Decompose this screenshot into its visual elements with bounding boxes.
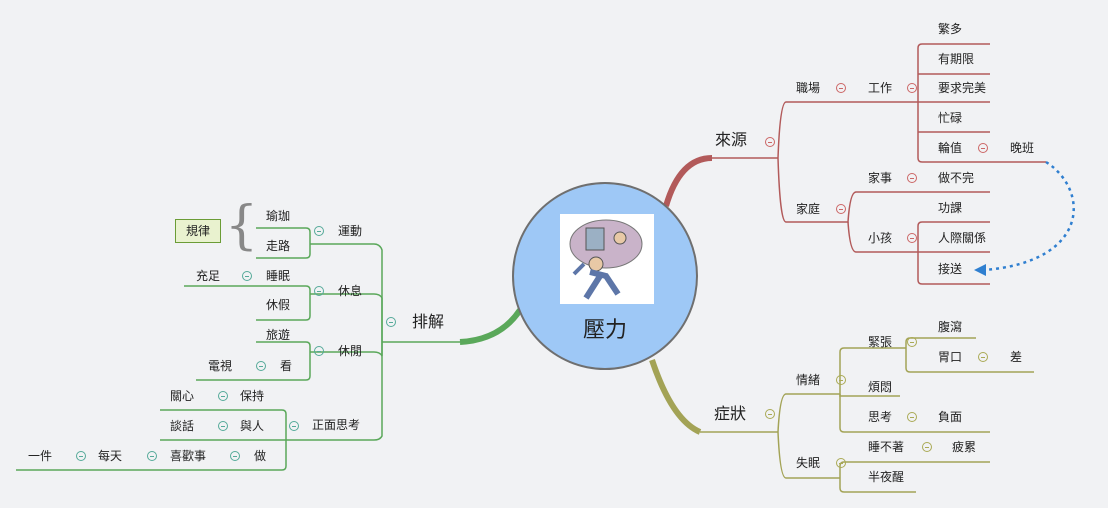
leisure-travel[interactable]: 旅遊 [266, 328, 291, 342]
topic-exercise[interactable]: 運動 [338, 224, 363, 238]
collapse-do-icon[interactable] [230, 451, 240, 461]
sleep-sufficient[interactable]: 充足 [196, 269, 221, 283]
leisure-watch[interactable]: 看 [280, 359, 293, 373]
work-item-rotation[interactable]: 輪值 [938, 141, 963, 155]
collapse-with-icon[interactable] [218, 421, 228, 431]
positive-do[interactable]: 做 [254, 449, 267, 463]
exercise-yoga[interactable]: 瑜珈 [266, 209, 291, 223]
kids-item-homework[interactable]: 功課 [938, 201, 963, 215]
rest-sleep[interactable]: 睡眠 [266, 269, 291, 283]
collapse-likes-icon[interactable] [147, 451, 157, 461]
stress-illustration [560, 214, 654, 304]
keep-care[interactable]: 關心 [170, 389, 195, 403]
collapse-everyday-icon[interactable] [76, 451, 86, 461]
collapse-kids-icon[interactable] [907, 233, 917, 243]
work-item-busy[interactable]: 忙碌 [938, 111, 963, 125]
collapse-appetite-icon[interactable] [978, 352, 988, 362]
do-likes[interactable]: 喜歡事 [170, 449, 207, 463]
branch-source [663, 155, 713, 207]
collapse-workplace-icon[interactable] [836, 83, 846, 93]
positive-with-people[interactable]: 與人 [240, 419, 265, 433]
collapse-tension-icon[interactable] [907, 337, 917, 347]
topic-kids[interactable]: 小孩 [868, 231, 893, 245]
topic-insomnia[interactable]: 失眠 [796, 456, 821, 470]
chores-item[interactable]: 做不完 [938, 171, 975, 185]
collapse-thinking-icon[interactable] [907, 412, 917, 422]
everyday-one[interactable]: 一件 [28, 449, 53, 463]
work-item-perfection[interactable]: 要求完美 [938, 81, 987, 95]
branch-symptom [649, 359, 702, 435]
collapse-sleep-icon[interactable] [242, 271, 252, 281]
collapse-source-icon[interactable] [765, 137, 775, 147]
likes-everyday[interactable]: 每天 [98, 449, 123, 463]
topic-leisure[interactable]: 休閒 [338, 344, 363, 358]
collapse-chores-icon[interactable] [907, 173, 917, 183]
summary-regular[interactable]: 規律 [175, 219, 221, 243]
topic-cant-sleep[interactable]: 睡不著 [868, 440, 905, 454]
topic-emotion[interactable]: 情緒 [796, 373, 821, 387]
appetite-poor[interactable]: 差 [1010, 350, 1023, 364]
topic-source[interactable]: 來源 [714, 130, 748, 149]
collapse-keep-icon[interactable] [218, 391, 228, 401]
collapse-leisure-icon[interactable] [314, 346, 324, 356]
topic-rest[interactable]: 休息 [338, 284, 363, 298]
collapse-insomnia-icon[interactable] [836, 458, 846, 468]
topic-work[interactable]: 工作 [868, 81, 893, 95]
topic-chores[interactable]: 家事 [868, 171, 893, 185]
topic-family[interactable]: 家庭 [796, 202, 821, 216]
exercise-walking[interactable]: 走路 [266, 239, 291, 253]
central-topic-title: 壓力 [582, 318, 627, 343]
tension-item-diarrhea[interactable]: 腹瀉 [938, 320, 963, 334]
collapse-work-icon[interactable] [907, 83, 917, 93]
tension-item-appetite[interactable]: 胃口 [938, 350, 963, 364]
central-topic[interactable]: 壓力 [512, 182, 698, 370]
collapse-cant-sleep-icon[interactable] [922, 442, 932, 452]
topic-workplace[interactable]: 職場 [796, 81, 821, 95]
collapse-exercise-icon[interactable] [314, 226, 324, 236]
topic-worry[interactable]: 煩悶 [868, 380, 893, 394]
topic-tension[interactable]: 緊張 [868, 335, 893, 349]
positive-keep[interactable]: 保持 [240, 389, 265, 403]
brace-icon: { [225, 196, 259, 256]
topic-thinking[interactable]: 思考 [868, 410, 893, 424]
collapse-rotation-icon[interactable] [978, 143, 988, 153]
work-item-night-shift[interactable]: 晚班 [1010, 141, 1035, 155]
watch-tv[interactable]: 電視 [208, 359, 233, 373]
collapse-relief-icon[interactable] [386, 317, 396, 327]
collapse-positive-icon[interactable] [289, 421, 299, 431]
with-talk[interactable]: 談話 [170, 419, 195, 433]
collapse-watch-icon[interactable] [256, 361, 266, 371]
topic-midnight-wake[interactable]: 半夜醒 [868, 470, 905, 484]
collapse-family-icon[interactable] [836, 204, 846, 214]
collapse-rest-icon[interactable] [314, 286, 324, 296]
work-item-deadline[interactable]: 有期限 [938, 52, 975, 66]
arrow-head [974, 264, 986, 276]
kids-item-relations[interactable]: 人際關係 [938, 231, 987, 245]
collapse-symptom-icon[interactable] [765, 409, 775, 419]
cant-sleep-tired[interactable]: 疲累 [952, 440, 977, 454]
topic-symptom[interactable]: 症狀 [713, 404, 747, 423]
collapse-emotion-icon[interactable] [836, 375, 846, 385]
kids-item-pickup[interactable]: 接送 [938, 262, 963, 276]
relation-arrow [983, 160, 1075, 272]
topic-relief[interactable]: 排解 [412, 312, 445, 331]
work-item-many[interactable]: 繁多 [938, 22, 963, 36]
rest-vacation[interactable]: 休假 [266, 298, 291, 312]
topic-positive-thinking[interactable]: 正面思考 [312, 418, 361, 432]
thinking-negative[interactable]: 負面 [938, 410, 963, 424]
branch-relief [459, 308, 523, 345]
